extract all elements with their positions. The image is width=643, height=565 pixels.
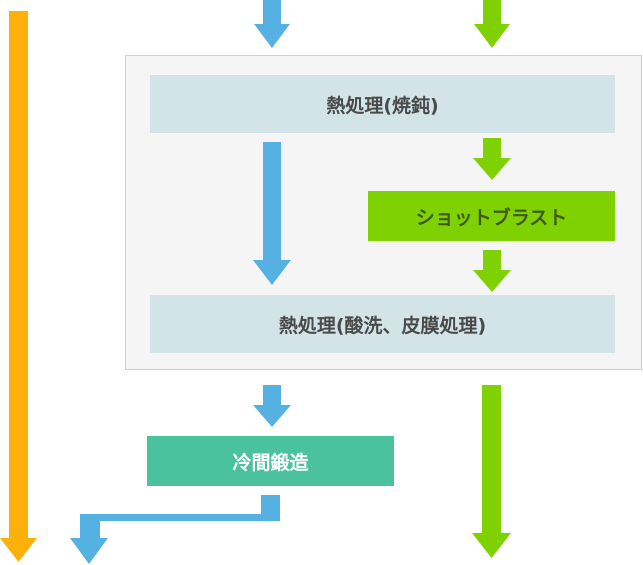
annealing-step-box: 熱処理(焼鈍): [150, 75, 615, 133]
shot-blast-step-box: ショットブラスト: [368, 191, 615, 241]
annealing-step-label: 熱処理(焼鈍): [326, 94, 439, 117]
pickling-coating-step-label: 熱処理(酸洗、皮膜処理): [278, 314, 487, 337]
green-flow-shot-blast-to-pickling-arrow: [473, 250, 511, 292]
cold-forging-step-box: 冷間鍛造: [147, 436, 394, 486]
blue-flow-cold-forging-exit-arrow: [70, 495, 280, 564]
blue-flow-entry-arrow: [254, 0, 290, 48]
blue-flow-pickling-to-cold-forging-arrow: [253, 385, 291, 427]
orange-flow-arrow: [0, 11, 37, 562]
pickling-coating-step-box: 熱処理(酸洗、皮膜処理): [150, 295, 615, 353]
shot-blast-step-label: ショットブラスト: [415, 206, 568, 229]
green-flow-exit-arrow: [472, 385, 511, 558]
blue-flow-annealing-to-pickling-arrow: [253, 142, 291, 285]
green-flow-entry-arrow: [474, 0, 510, 48]
cold-forging-step-label: 冷間鍛造: [232, 451, 309, 474]
green-flow-annealing-to-shot-blast-arrow: [473, 138, 511, 180]
